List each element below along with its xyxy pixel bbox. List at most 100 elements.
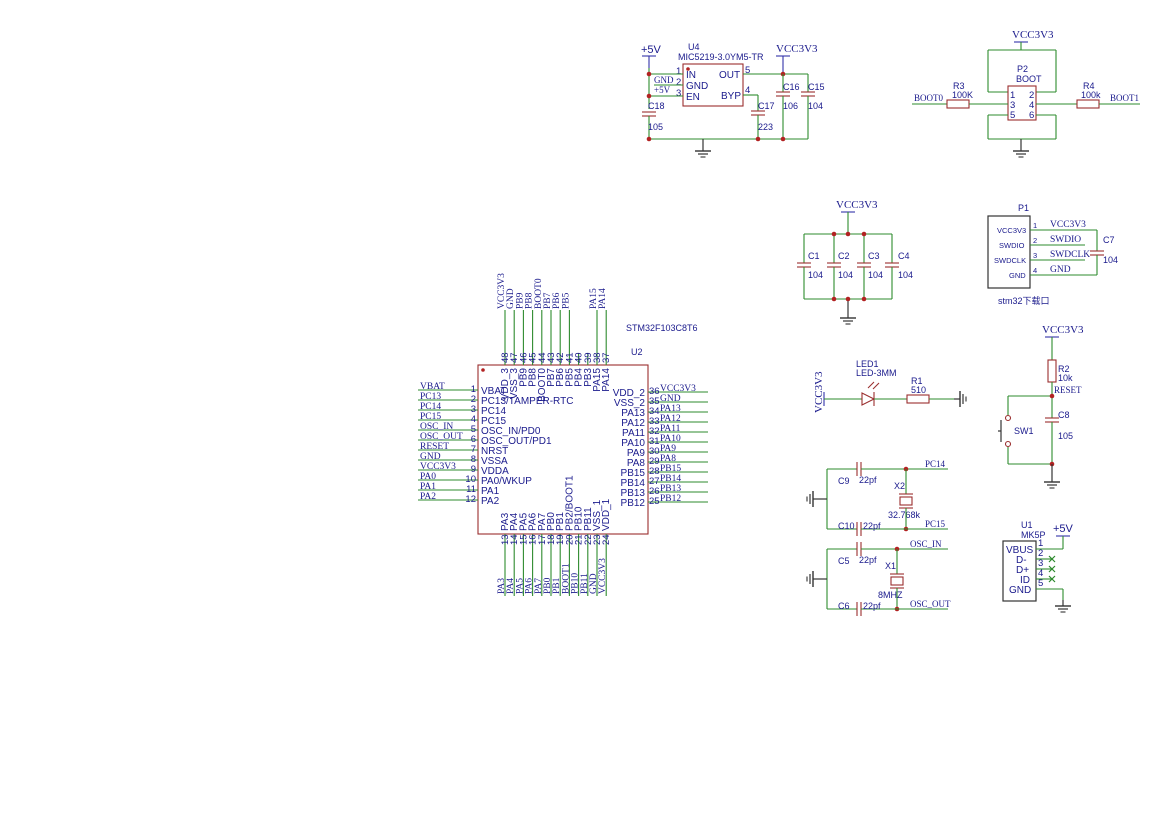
c10-val: 22pf [863,521,881,531]
pin-name: PB5 [564,368,575,387]
pin-number: 38 [592,352,603,363]
pin-number: 12 [465,494,476,505]
usb-section: U1 MK5P +5V VBUS 1 D- 2 D+ 3 ID 4 [1002,520,1074,613]
net-label: PA11 [660,424,681,434]
pin-number: 30 [649,446,660,457]
decoupling-cap-c4: C4 104 [885,234,913,299]
led-diode-icon [861,392,876,406]
net-label: PA1 [420,482,436,492]
net-label: PC13 [420,392,441,402]
net-label: PA14 [598,288,608,309]
usb-pin-dplus: D+ 3 [1016,558,1056,576]
svg-text:D+: D+ [1016,565,1029,576]
swd-pin-2: SWDIO 2 SWDIO [999,235,1085,250]
reg-ground-icon [694,144,712,158]
net-label: PB9 [515,292,525,309]
svg-text:5: 5 [1038,578,1043,589]
svg-text:4: 4 [1029,100,1034,111]
svg-text:SWDIO: SWDIO [1050,235,1081,245]
reset-ground-icon [1043,475,1061,489]
r1-val: 510 [911,385,926,395]
pin-name: VDD_3 [500,368,511,401]
pin-name: BOOT0 [537,368,548,402]
u4-pin-gnd: GND [686,81,708,92]
r1-ref: R1 [911,376,923,386]
pin-name: PB11 [583,507,594,531]
net-label: PB13 [660,484,681,494]
svg-text:3: 3 [676,88,681,99]
swd-header-section: P1 stm32下载口 VCC3V3 1 VCC3V3 SWDIO 2 SWDI… [987,203,1118,306]
net-label: PC14 [420,402,441,412]
pin-number: 42 [555,352,566,363]
svg-text:2: 2 [1033,236,1037,245]
pin-name: PA3 [500,512,511,531]
u4-net-5v: +5V [654,85,671,95]
c8-val: 105 [1058,431,1073,441]
net-label: PA9 [660,444,676,454]
svg-text:D-: D- [1016,555,1027,566]
c6-ref: C6 [838,601,850,611]
net-label: PB7 [543,292,553,309]
pin-number: 7 [471,444,476,455]
c5-val: 22pf [859,555,877,565]
c6-val: 22pf [863,601,881,611]
pin-name: PA4 [509,512,520,531]
crystal-8m-section: C5 22pf OSC_IN X1 8MHZ C6 22pf OSC_OUT [806,539,951,616]
x2-body [899,496,913,506]
pin-number: 34 [649,406,660,417]
c5-ref: C5 [838,556,850,566]
c9-val: 22pf [859,475,877,485]
u1-ref: U1 [1021,520,1033,530]
pin-number: 14 [509,534,520,545]
svg-text:2: 2 [1029,90,1034,101]
net-label: VCC3V3 [660,384,696,394]
pin-number: 36 [649,386,660,397]
c17-ref: C17 [758,101,775,111]
c16-ref: C16 [783,82,800,92]
pin-number: 11 [466,484,476,495]
net-label: PB0 [543,577,553,594]
pin-name: PA15 [592,368,603,392]
pin-name: PA0/WKUP [481,476,532,487]
net-label: RESET [420,442,449,452]
p1-body [987,215,1031,289]
pin-number: 31 [649,436,660,447]
pin-name: VSSA [481,456,508,467]
svg-text:1: 1 [1010,90,1015,101]
pin-name: PA11 [622,428,645,439]
p2-ref: P2 [1017,64,1028,74]
pin-number: 16 [528,534,539,545]
dec-pwr-label: VCC3V3 [836,199,878,211]
u4-pin-out: OUT [719,70,740,81]
r3-body [946,99,970,109]
boot-pwr-label: VCC3V3 [1012,29,1054,41]
led-section: VCC3V3 LED1 LED-3MM R1 510 [813,359,967,413]
pin-number: 3 [471,404,476,415]
pin-name: PB9 [518,368,529,387]
pin-name: PA6 [528,512,539,531]
pin-number: 24 [601,534,612,545]
pin-number: 32 [649,426,660,437]
svg-text:GND: GND [1009,585,1031,596]
svg-text:3: 3 [1038,558,1043,569]
net-boot0: BOOT0 [914,93,943,103]
net-label: PC15 [420,412,441,422]
net-label: VCC3V3 [420,462,456,472]
svg-text:104: 104 [808,270,823,280]
net-label: PB11 [580,573,590,594]
